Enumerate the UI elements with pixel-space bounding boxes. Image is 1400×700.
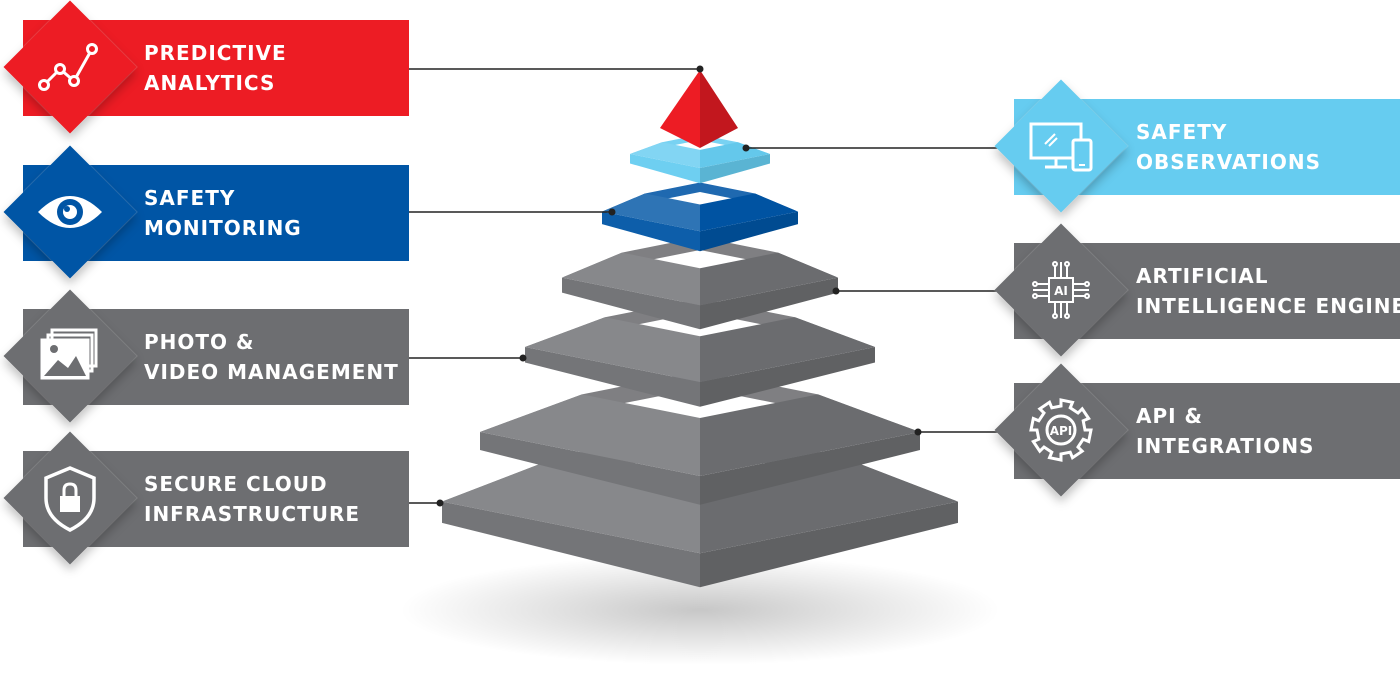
label-line-2: INTELLIGENCE ENGINE <box>1136 294 1400 318</box>
tier-upper-right-face <box>700 252 838 306</box>
pyramid-tier-predictive-analytics <box>660 70 738 148</box>
connector-dot-predictive-analytics <box>696 65 704 73</box>
tier-left-face <box>630 154 700 184</box>
pyramid-tier-artificial-intelligence-engine <box>562 237 838 330</box>
shield-lock-icon <box>30 458 110 538</box>
label-line-2: VIDEO MANAGEMENT <box>144 360 399 384</box>
connector-dot-safety-monitoring <box>608 208 616 216</box>
label-line-2: ANALYTICS <box>144 71 276 95</box>
tier-right-face <box>700 501 958 588</box>
line-chart-icon <box>30 27 110 107</box>
label-line-1: SECURE CLOUD <box>144 472 328 496</box>
apex-right-face <box>700 70 738 148</box>
connector-dot-photo-video-management <box>519 354 527 362</box>
tier-left-face <box>602 211 700 252</box>
tier-left-face <box>442 501 700 588</box>
tier-upper-left-face <box>630 142 700 168</box>
tier-right-face <box>700 347 875 407</box>
label-line-1: API & <box>1136 404 1203 428</box>
tier-right-face <box>700 432 920 505</box>
ai-chip-icon: AI <box>1021 250 1101 330</box>
tier-right-face <box>700 211 798 252</box>
tier-left-face <box>562 277 700 330</box>
tier-upper-right-face <box>700 394 920 476</box>
tier-right-face <box>700 277 838 330</box>
photo-gallery-icon <box>30 316 110 396</box>
tier-right-face <box>700 154 770 184</box>
connector-dot-artificial-intelligence-engine <box>832 287 840 295</box>
label-line-2: OBSERVATIONS <box>1136 150 1321 174</box>
pyramid-shadow <box>400 555 1000 665</box>
chip-text: AI <box>1054 284 1068 298</box>
devices-icon <box>1021 106 1101 186</box>
eye-icon <box>30 172 110 252</box>
api-gear-icon: API <box>1021 390 1101 470</box>
connector-dot-secure-cloud-infrastructure <box>436 499 444 507</box>
tier-upper-left-face <box>480 394 700 476</box>
tier-upper-right-face <box>700 317 875 382</box>
label-line-1: PHOTO & <box>144 330 255 354</box>
gear-outline <box>1029 398 1093 462</box>
tier-left-face <box>480 432 700 505</box>
connector-lines <box>409 65 1014 507</box>
label-line-2: INFRASTRUCTURE <box>144 502 361 526</box>
label-line-2: MONITORING <box>144 216 302 240</box>
connector-dot-safety-observations <box>742 144 750 152</box>
apex-left-face <box>660 70 700 148</box>
tier-upper-left-face <box>562 252 700 306</box>
gear-text: API <box>1050 424 1073 438</box>
tier-upper-left-face <box>602 193 700 232</box>
label-line-1: ARTIFICIAL <box>1136 264 1269 288</box>
label-line-1: SAFETY <box>1136 120 1228 144</box>
label-line-1: PREDICTIVE <box>144 41 287 65</box>
label-line-1: SAFETY <box>144 186 236 210</box>
pyramid-tiers <box>442 70 958 588</box>
pyramid-tier-safety-monitoring <box>602 182 798 252</box>
tier-upper-right-face <box>700 193 798 232</box>
tier-left-face <box>525 347 700 407</box>
pyramid-tier-api-integrations <box>480 370 920 505</box>
connector-dot-api-integrations <box>914 428 922 436</box>
label-line-2: INTEGRATIONS <box>1136 434 1315 458</box>
tier-upper-left-face <box>525 317 700 382</box>
